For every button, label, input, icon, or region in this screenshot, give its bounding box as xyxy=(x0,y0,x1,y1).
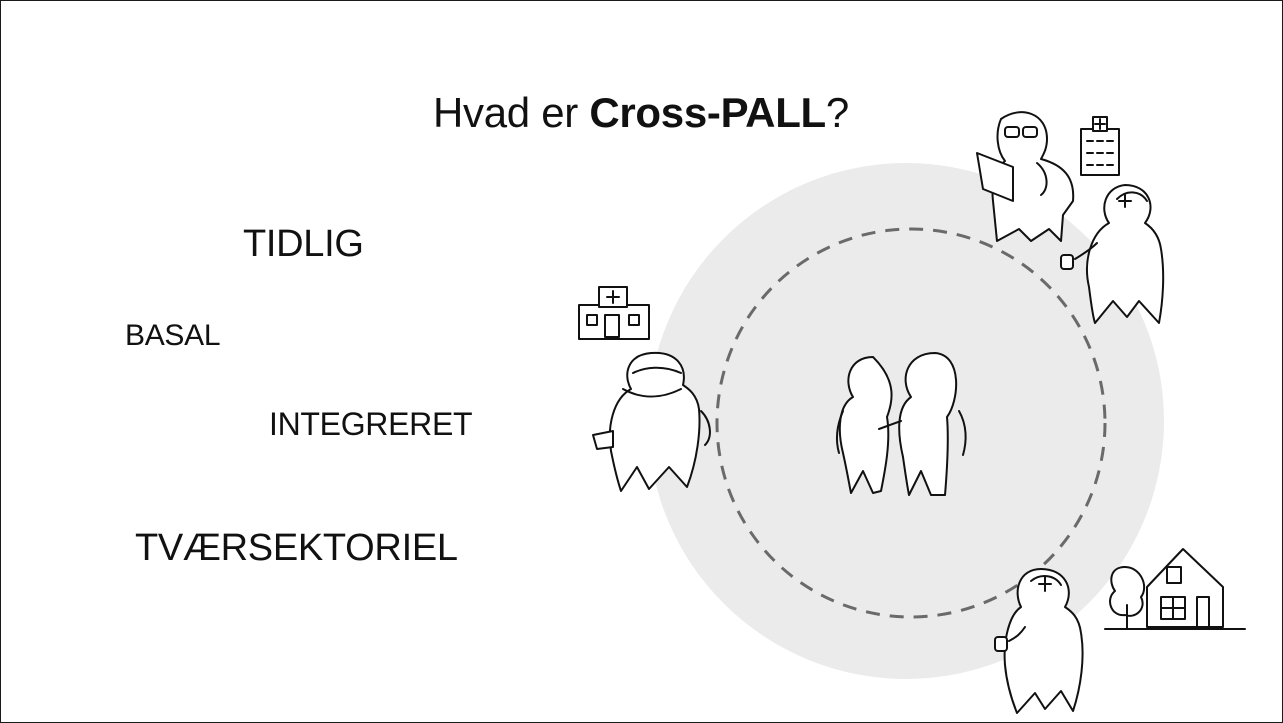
slide-title: Hvad er Cross-PALL? xyxy=(331,89,951,137)
clinic-building-icon xyxy=(578,286,650,340)
keyword-tvaersektoriel: TVÆRSEKTORIEL xyxy=(135,527,458,569)
home-care-nurse-figure-icon xyxy=(994,568,1084,714)
hospital-building-icon xyxy=(1080,116,1120,176)
keyword-basal: BASAL xyxy=(125,319,221,352)
general-practitioner-figure-icon xyxy=(592,351,711,492)
title-suffix: ? xyxy=(825,89,849,136)
nurse-figure-icon xyxy=(1060,184,1165,324)
keyword-integreret: INTEGRERET xyxy=(269,406,473,442)
patient-couple-icon xyxy=(835,352,967,496)
title-emphasis: Cross-PALL xyxy=(589,89,826,136)
dashed-ring xyxy=(715,227,1107,619)
tree-icon xyxy=(1109,566,1146,630)
house-icon xyxy=(1104,548,1246,630)
keyword-tidlig: TIDLIG xyxy=(243,223,364,265)
doctor-figure-icon xyxy=(976,111,1075,242)
title-prefix: Hvad er xyxy=(433,89,590,136)
